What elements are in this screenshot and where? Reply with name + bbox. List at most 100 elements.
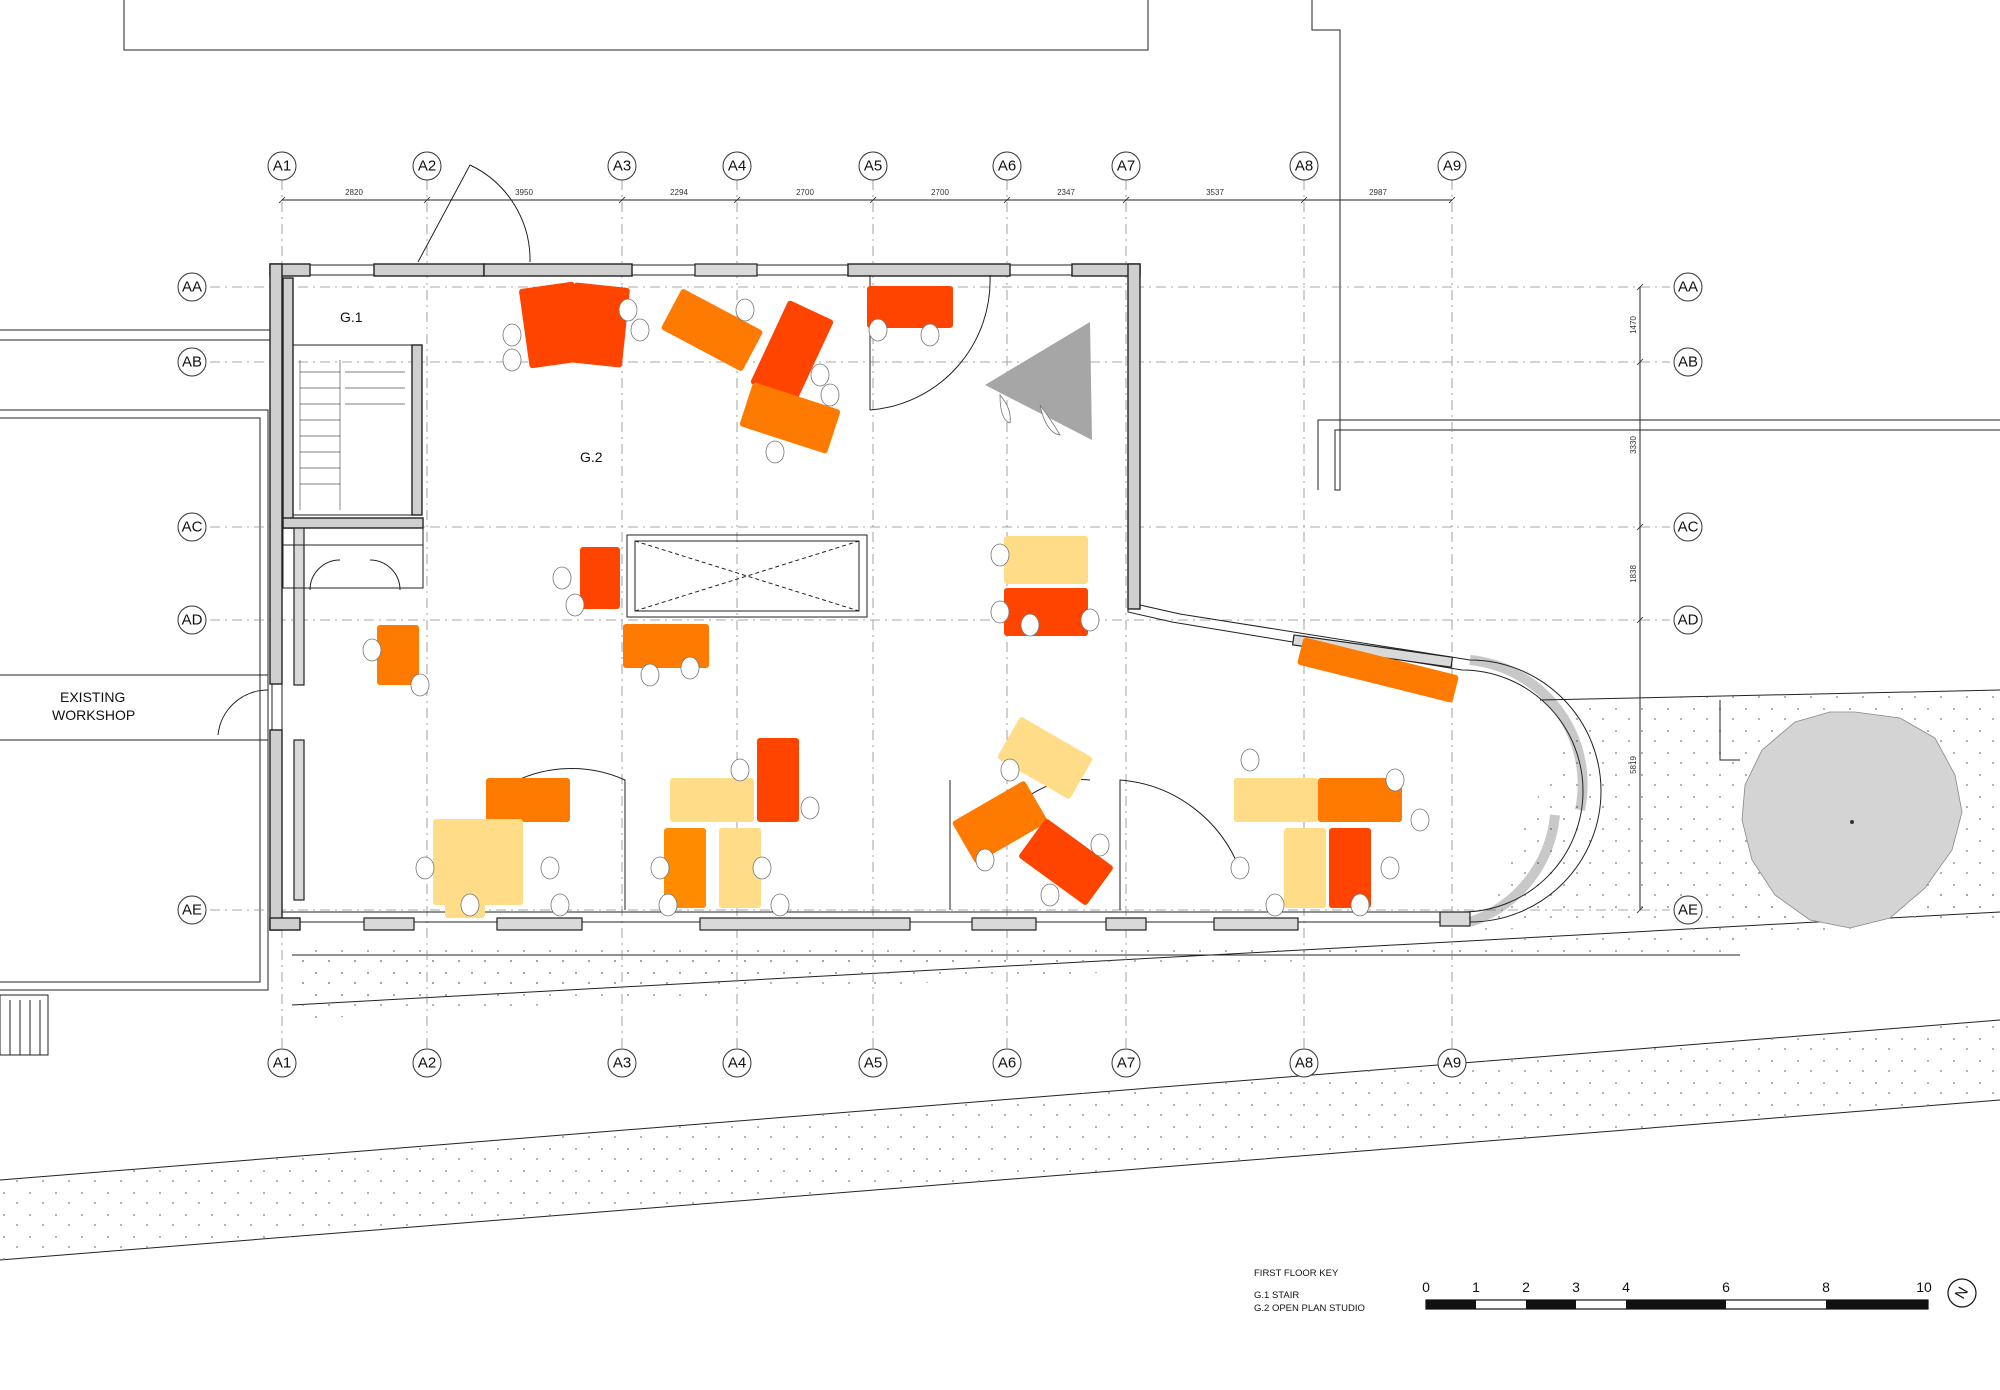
chair — [800, 796, 820, 820]
chair — [650, 856, 670, 880]
dim-a7-a8: 3537 — [1206, 188, 1224, 197]
chair — [975, 848, 995, 872]
desk — [1329, 828, 1371, 908]
dim-ab-ac: 3330 — [1629, 436, 1638, 454]
desk — [377, 625, 419, 685]
chair — [1380, 856, 1400, 880]
scale-tick-4: 4 — [1622, 1279, 1630, 1295]
desk — [750, 300, 834, 404]
grid-label-a1-bottom: A1 — [273, 1055, 291, 1072]
desk — [1004, 588, 1088, 636]
dim-a4-a5: 2700 — [796, 188, 814, 197]
chair — [1090, 833, 1110, 857]
scale-tick-3: 3 — [1572, 1279, 1580, 1295]
grid-label-a2-bottom: A2 — [418, 1055, 436, 1072]
room-label-stair: G.1 — [340, 309, 363, 325]
chair — [1080, 608, 1100, 632]
chair — [820, 383, 840, 407]
chair — [630, 318, 650, 342]
grid-label-a4-bottom: A4 — [728, 1055, 746, 1072]
scale-tick-0: 0 — [1422, 1279, 1430, 1295]
chair — [618, 298, 638, 322]
desk — [580, 547, 620, 609]
chair — [730, 758, 750, 782]
chair — [868, 318, 888, 342]
desk — [486, 778, 570, 822]
dim-a8-a9: 2987 — [1369, 188, 1387, 197]
desk — [670, 778, 754, 822]
chair — [1385, 768, 1405, 792]
chair — [540, 856, 560, 880]
room-label-workshop-line2: WORKSHOP — [52, 707, 135, 723]
desk — [739, 382, 841, 454]
desk — [952, 781, 1048, 863]
key-item-studio: G.2 OPEN PLAN STUDIO — [1254, 1303, 1365, 1314]
chair — [770, 893, 790, 917]
north-arrow-icon: N — [1947, 1278, 1977, 1308]
desk — [664, 828, 706, 908]
floor-void — [626, 534, 868, 618]
desk — [1234, 778, 1318, 822]
dim-a5-a6: 2700 — [931, 188, 949, 197]
chair — [410, 673, 430, 697]
grid-label-a7-bottom: A7 — [1117, 1055, 1135, 1072]
desk — [661, 289, 763, 371]
dim-ad-ae: 5819 — [1629, 756, 1638, 774]
chair — [552, 566, 572, 590]
grid-label-a4-top: A4 — [728, 158, 746, 175]
room-label-workshop-line1: EXISTING — [60, 689, 125, 705]
chair — [810, 363, 830, 387]
dim-ac-ad: 1838 — [1629, 565, 1638, 583]
chair — [640, 663, 660, 687]
column-dimension-line: 2820 3950 2294 2700 2700 2347 3537 2987 — [278, 188, 1456, 204]
chair — [765, 440, 785, 464]
grid-label-ac-left: AC — [182, 519, 203, 536]
chair — [920, 323, 940, 347]
dim-a1-a2: 2820 — [345, 188, 363, 197]
grid-label-a8-top: A8 — [1295, 158, 1313, 175]
dim-a2-a3: 3950 — [515, 188, 533, 197]
grid-label-a9-bottom: A9 — [1443, 1055, 1461, 1072]
desk — [1284, 828, 1326, 908]
scale-bar: 0 1 2 3 4 6 8 10 — [1422, 1279, 1932, 1310]
grid-bubbles: A1 A2 A3 A4 A5 A6 A7 A8 A9 A1 A2 A3 A4 A… — [177, 151, 1703, 1078]
desk — [1297, 637, 1459, 703]
desk — [997, 717, 1093, 799]
chair — [1350, 893, 1370, 917]
chair — [752, 856, 772, 880]
tree-trunk — [1850, 820, 1854, 824]
chair — [415, 856, 435, 880]
grid-label-a3-bottom: A3 — [613, 1055, 631, 1072]
chair — [565, 593, 585, 617]
stair-core — [282, 277, 424, 591]
chair — [362, 638, 382, 662]
key-item-stair: G.1 STAIR — [1254, 1290, 1299, 1301]
grid-label-aa-right: AA — [1678, 279, 1698, 296]
grid-label-a6-top: A6 — [998, 158, 1016, 175]
grid-label-a2-top: A2 — [418, 158, 436, 175]
scale-tick-6: 6 — [1722, 1279, 1730, 1295]
chair — [1410, 808, 1430, 832]
floor-key: FIRST FLOOR KEY G.1 STAIR G.2 OPEN PLAN … — [1254, 1268, 1365, 1314]
grid-label-a9-top: A9 — [1443, 158, 1461, 175]
grid-label-ad-left: AD — [182, 612, 203, 629]
dim-a6-a7: 2347 — [1057, 188, 1075, 197]
desk — [867, 286, 953, 328]
grid-label-ab-right: AB — [1678, 354, 1698, 371]
desk — [719, 828, 761, 908]
chair — [550, 893, 570, 917]
grid-label-a5-bottom: A5 — [864, 1055, 882, 1072]
triangle-feature — [985, 322, 1092, 440]
grid-label-ac-right: AC — [1678, 519, 1699, 536]
scale-tick-8: 8 — [1822, 1279, 1830, 1295]
chair — [1040, 883, 1060, 907]
room-label-studio: G.2 — [580, 449, 603, 465]
grid-label-ab-left: AB — [182, 354, 202, 371]
grid-label-a7-top: A7 — [1117, 158, 1135, 175]
dim-aa-ab: 1470 — [1629, 316, 1638, 334]
desk-layout — [362, 281, 1459, 918]
grid-label-a6-bottom: A6 — [998, 1055, 1016, 1072]
grid-label-a1-top: A1 — [273, 158, 291, 175]
grid-label-a8-bottom: A8 — [1295, 1055, 1313, 1072]
